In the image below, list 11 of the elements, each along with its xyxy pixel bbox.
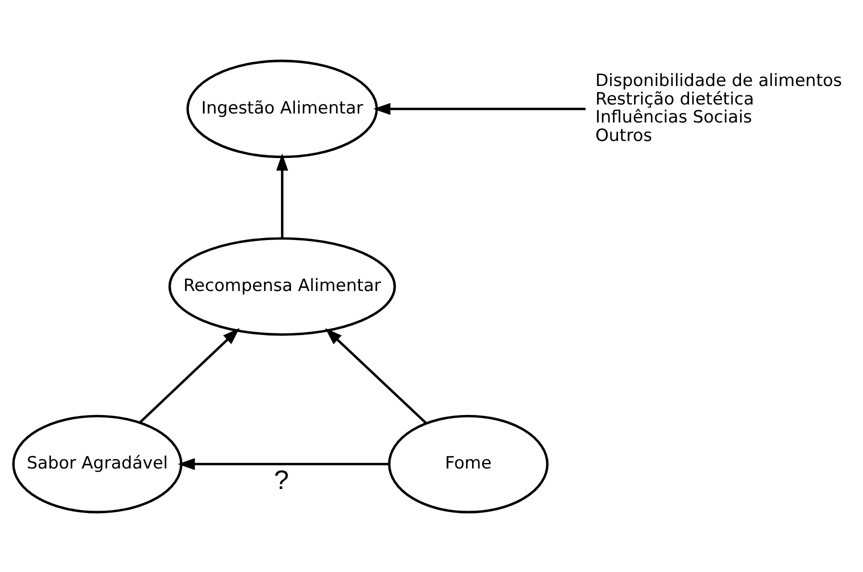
node-ellipse: Sabor Agradável bbox=[12, 414, 182, 513]
arrow bbox=[373, 102, 586, 114]
arrow bbox=[325, 328, 427, 424]
edge-label: ? bbox=[274, 464, 289, 495]
node-ellipse: Fome bbox=[388, 414, 549, 513]
node-ellipse: Recompensa Alimentar bbox=[168, 236, 396, 336]
arrow bbox=[139, 328, 240, 423]
node-ellipse: Ingestão Alimentar bbox=[186, 59, 378, 158]
node-text: Disponibilidade de alimentos Restrição dietética Influências Sociais Outros bbox=[595, 70, 842, 146]
arrow bbox=[276, 153, 288, 238]
arrow bbox=[178, 458, 390, 470]
